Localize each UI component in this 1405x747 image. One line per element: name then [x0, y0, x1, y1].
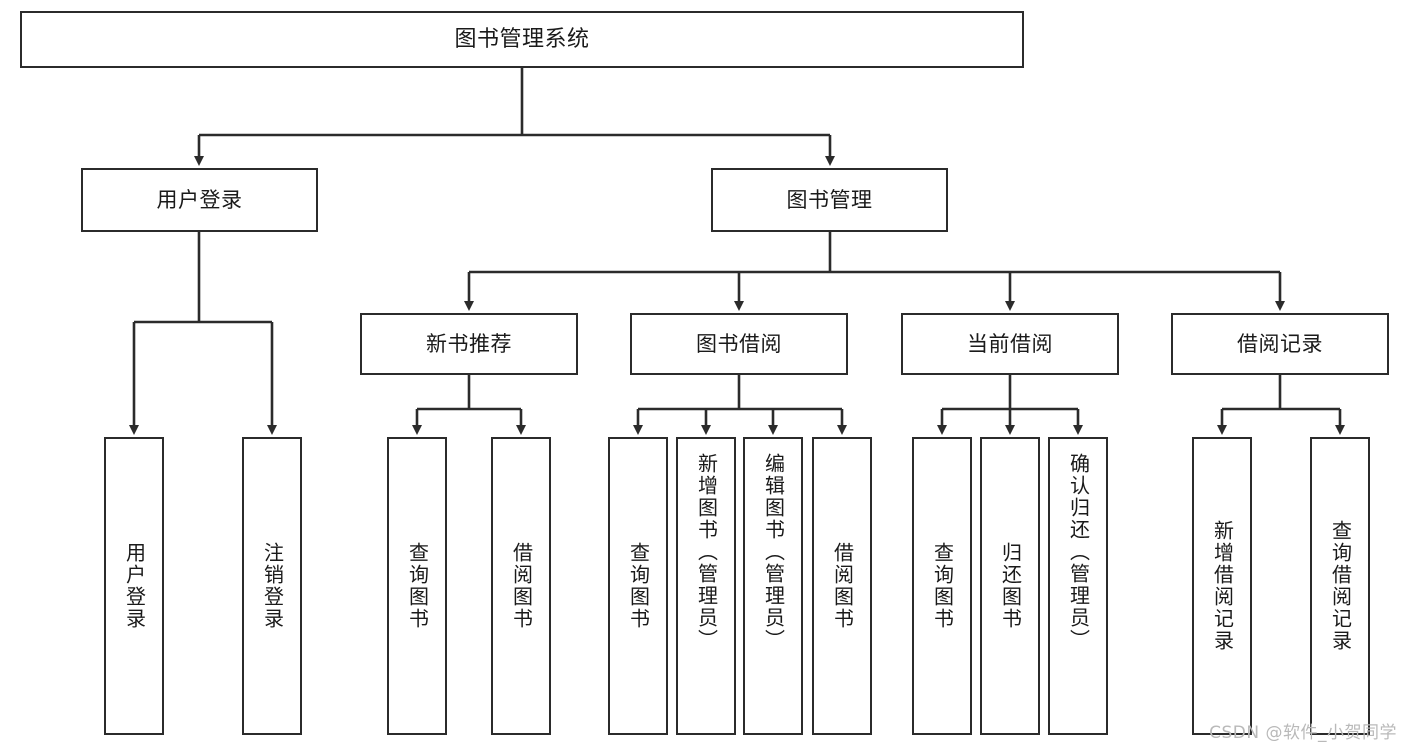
leaf-add-book[interactable]: 新增图书（管理员）: [676, 437, 736, 735]
node-label: 借阅图书: [509, 542, 534, 630]
node-label: 图书管理: [786, 187, 873, 212]
leaf-query-book-1[interactable]: 查询图书: [387, 437, 447, 735]
node-label: 借阅记录: [1237, 331, 1323, 356]
node-borrow-record[interactable]: 借阅记录: [1171, 313, 1389, 375]
node-label: 图书管理系统: [454, 26, 590, 52]
node-label: 查询图书: [626, 542, 651, 630]
node-new-book-rec[interactable]: 新书推荐: [360, 313, 578, 375]
node-book-manage[interactable]: 图书管理: [711, 168, 948, 232]
node-label: 查询图书: [930, 542, 955, 630]
node-label: 注销登录: [260, 542, 285, 630]
node-root-system[interactable]: 图书管理系统: [20, 11, 1024, 68]
node-label: 用户登录: [122, 542, 147, 630]
node-label: 新书推荐: [426, 331, 512, 356]
leaf-user-logout[interactable]: 注销登录: [242, 437, 302, 735]
leaf-borrow-book-2[interactable]: 借阅图书: [812, 437, 872, 735]
node-label: 确认归还（管理员）: [1066, 453, 1091, 651]
leaf-edit-book[interactable]: 编辑图书（管理员）: [743, 437, 803, 735]
node-label: 图书借阅: [696, 331, 782, 356]
node-label: 借阅图书: [830, 542, 855, 630]
node-user-login[interactable]: 用户登录: [81, 168, 318, 232]
node-book-borrow[interactable]: 图书借阅: [630, 313, 848, 375]
node-label: 新增图书（管理员）: [694, 453, 719, 651]
node-label: 用户登录: [156, 187, 243, 212]
leaf-user-login[interactable]: 用户登录: [104, 437, 164, 735]
leaf-confirm-return[interactable]: 确认归还（管理员）: [1048, 437, 1108, 735]
node-label: 新增借阅记录: [1210, 520, 1235, 652]
node-label: 当前借阅: [967, 331, 1053, 356]
leaf-add-record[interactable]: 新增借阅记录: [1192, 437, 1252, 735]
node-current-borrow[interactable]: 当前借阅: [901, 313, 1119, 375]
leaf-query-book-2[interactable]: 查询图书: [608, 437, 668, 735]
node-label: 编辑图书（管理员）: [761, 453, 786, 651]
leaf-query-record[interactable]: 查询借阅记录: [1310, 437, 1370, 735]
watermark: CSDN @软件_小贺同学: [1209, 723, 1397, 743]
leaf-query-book-3[interactable]: 查询图书: [912, 437, 972, 735]
node-label: 归还图书: [998, 542, 1023, 630]
leaf-return-book[interactable]: 归还图书: [980, 437, 1040, 735]
node-label: 查询借阅记录: [1328, 520, 1353, 652]
node-label: 查询图书: [405, 542, 430, 630]
leaf-borrow-book-1[interactable]: 借阅图书: [491, 437, 551, 735]
